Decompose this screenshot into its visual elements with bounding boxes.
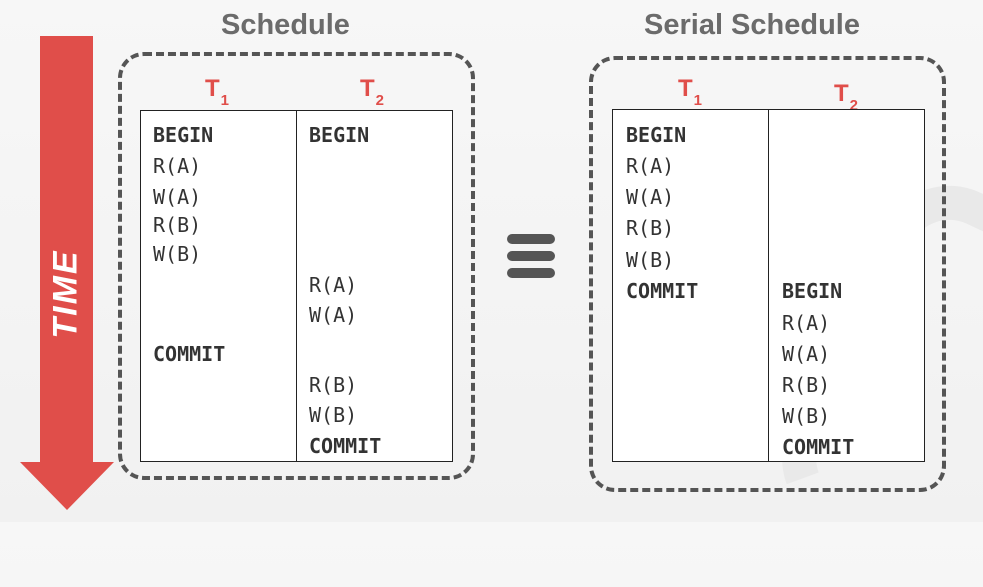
schedule-t1-commit: COMMIT: [153, 342, 226, 366]
serial-t2-begin: BEGIN: [782, 279, 843, 303]
schedule-t2-begin: BEGIN: [309, 123, 370, 147]
schedule-t1-read-a: R(A): [153, 154, 202, 178]
serial-t1-label: T1: [678, 75, 703, 109]
serial-t1-read-a: R(A): [626, 154, 675, 178]
schedule-box: [118, 52, 475, 480]
schedule-t2-read-a: R(A): [309, 273, 358, 297]
serial-t2-read-a: R(A): [782, 311, 831, 335]
serial-t1-commit: COMMIT: [626, 279, 699, 303]
serial-schedule-table: BEGIN R(A) W(A) R(B) W(B) COMMIT BEGIN R…: [612, 109, 925, 462]
serial-schedule-box: [589, 56, 946, 492]
schedule-t2-commit: COMMIT: [309, 434, 382, 458]
serial-t2-write-b: W(B): [782, 404, 831, 428]
serial-schedule-title: Serial Schedule: [644, 9, 860, 41]
time-arrow-head: [20, 462, 114, 510]
schedule-t2-read-b: R(B): [309, 373, 358, 397]
schedule-title: Schedule: [221, 9, 350, 41]
serial-t1-begin: BEGIN: [626, 123, 687, 147]
schedule-t1-label: T1: [205, 75, 230, 109]
schedule-t2-write-b: W(B): [309, 403, 358, 427]
equivalence-bar-top: [507, 234, 555, 244]
serial-t2-write-a: W(A): [782, 342, 831, 366]
equivalence-bar-middle: [507, 251, 555, 261]
serial-t2-commit: COMMIT: [782, 435, 855, 459]
serial-t2-read-b: R(B): [782, 373, 831, 397]
schedule-t1-write-a: W(A): [153, 185, 202, 209]
schedule-t1-begin: BEGIN: [153, 123, 214, 147]
serial-t2-label: T2: [834, 80, 859, 114]
serial-t1-write-a: W(A): [626, 185, 675, 209]
time-arrow-shaft: [40, 36, 93, 464]
serial-t1-read-b: R(B): [626, 216, 675, 240]
equivalence-bar-bottom: [507, 268, 555, 278]
time-arrow: TIME: [20, 36, 116, 512]
schedule-t2-write-a: W(A): [309, 303, 358, 327]
serial-column-divider: [768, 110, 769, 461]
schedule-column-divider: [296, 111, 297, 461]
schedule-t1-write-b: W(B): [153, 242, 202, 266]
time-label: TIME: [46, 249, 85, 339]
schedule-t2-label: T2: [360, 75, 385, 109]
schedule-table: BEGIN R(A) W(A) R(B) W(B) COMMIT BEGIN R…: [140, 110, 453, 462]
serial-t1-write-b: W(B): [626, 248, 675, 272]
schedule-t1-read-b: R(B): [153, 213, 202, 237]
